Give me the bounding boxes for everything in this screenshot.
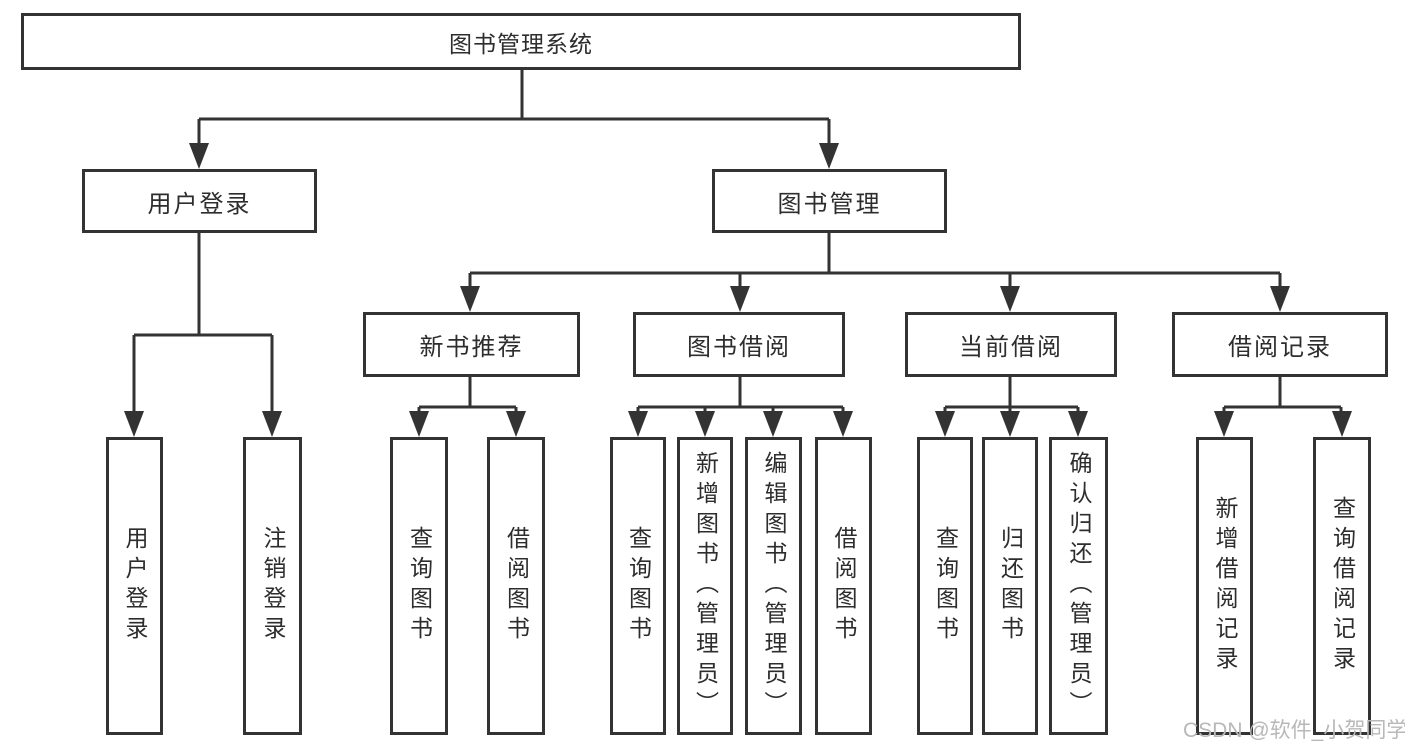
leaf-logout-label: 注销登录 (260, 526, 286, 646)
leaf-return-books-label: 归还图书 (997, 526, 1024, 646)
node-user-login: 用户登录 (82, 169, 317, 233)
node-book-borrowing: 图书借阅 (633, 312, 845, 377)
leaf-borrow-books-borrowing: 借阅图书 (815, 437, 872, 735)
node-book-management: 图书管理 (712, 169, 947, 233)
node-new-book-recommend-label: 新书推荐 (419, 334, 524, 361)
leaf-confirm-return-admin: 确认归还（管理员） (1049, 437, 1108, 735)
leaf-query-books-borrowing-label: 查询图书 (625, 526, 652, 646)
leaf-query-borrow-record: 查询借阅记录 (1313, 437, 1371, 735)
leaf-query-books-borrowing: 查询图书 (610, 437, 666, 735)
leaf-confirm-return-admin-label: 确认归还（管理员） (1066, 451, 1092, 721)
leaf-borrow-books-recommend-label: 借阅图书 (503, 526, 530, 646)
leaf-add-borrow-record: 新增借阅记录 (1196, 437, 1253, 735)
node-borrowing-records: 借阅记录 (1172, 312, 1388, 377)
leaf-edit-books-admin-label: 编辑图书（管理员） (761, 451, 787, 721)
csdn-watermark: CSDN @软件_小贺同学 (1183, 719, 1405, 742)
leaf-return-books: 归还图书 (982, 437, 1038, 735)
leaf-borrow-books-borrowing-label: 借阅图书 (831, 526, 857, 646)
leaf-borrow-books-recommend: 借阅图书 (487, 437, 545, 735)
node-root-system: 图书管理系统 (21, 13, 1021, 70)
node-book-management-label: 图书管理 (777, 190, 882, 218)
leaf-add-books-admin-label: 新增图书（管理员） (692, 451, 719, 721)
node-current-borrowing-label: 当前借阅 (959, 334, 1063, 361)
leaf-edit-books-admin: 编辑图书（管理员） (745, 437, 802, 735)
leaf-user-login: 用户登录 (106, 437, 163, 735)
node-borrowing-records-label: 借阅记录 (1228, 334, 1332, 361)
node-root-system-label: 图书管理系统 (449, 30, 593, 57)
leaf-add-borrow-record-label: 新增借阅记录 (1212, 496, 1238, 676)
node-current-borrowing: 当前借阅 (905, 312, 1117, 377)
node-book-borrowing-label: 图书借阅 (687, 334, 791, 361)
leaf-add-books-admin: 新增图书（管理员） (677, 437, 733, 735)
leaf-logout: 注销登录 (243, 437, 302, 735)
leaf-user-login-label: 用户登录 (122, 526, 148, 646)
leaf-query-borrow-record-label: 查询借阅记录 (1329, 496, 1356, 676)
leaf-query-books-recommend-label: 查询图书 (406, 526, 433, 646)
leaf-query-books-current-label: 查询图书 (932, 526, 959, 646)
node-user-login-label: 用户登录 (147, 190, 252, 218)
leaf-query-books-recommend: 查询图书 (390, 437, 448, 735)
node-new-book-recommend: 新书推荐 (363, 312, 580, 377)
leaf-query-books-current: 查询图书 (917, 437, 973, 735)
